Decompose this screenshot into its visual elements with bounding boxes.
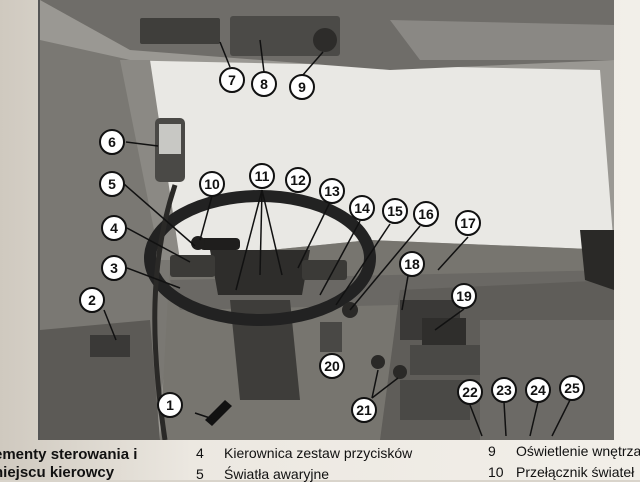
- leader-lines: [103, 39, 571, 437]
- pillar-trim: [120, 60, 180, 260]
- callout-10: 10: [199, 171, 225, 197]
- callout-21: 21: [351, 397, 377, 423]
- right-mirror: [580, 230, 614, 290]
- steering-buttons-left: [170, 255, 215, 277]
- callout-1: 1: [157, 392, 183, 418]
- section-title-line1: ementy sterowania i: [0, 446, 138, 463]
- caption-item-4-number: 4: [196, 445, 204, 461]
- overhead-panel-buttons: [140, 18, 220, 44]
- caption-item-4-text: Kierownica zestaw przycisków: [224, 445, 413, 461]
- callout-19: 19: [451, 283, 477, 309]
- windshield: [110, 60, 614, 260]
- pedal-switch: [320, 322, 342, 352]
- callout-7: 7: [219, 67, 245, 93]
- caption-item-10-number: 10: [488, 464, 504, 480]
- caption-item-4: 4 Kierownica zestaw przycisków: [196, 445, 412, 461]
- callout-5: 5: [99, 171, 125, 197]
- callout-25: 25: [559, 375, 585, 401]
- callout-18: 18: [399, 251, 425, 277]
- indicator-stalk: [200, 238, 240, 250]
- callout-16: 16: [413, 201, 439, 227]
- callout-17: 17: [455, 210, 481, 236]
- caption-item-5-number: 5: [196, 466, 204, 482]
- steering-buttons-right: [302, 260, 347, 280]
- parking-lever: [205, 400, 232, 426]
- door-handle: [90, 335, 130, 357]
- callout-3: 3: [101, 255, 127, 281]
- section-title-line2: niejscu kierowcy: [0, 464, 115, 481]
- callout-12: 12: [285, 167, 311, 193]
- caption-item-9-text: Oświetlenie wnętrza: [516, 443, 640, 459]
- knob-21b: [393, 365, 407, 379]
- caption-item-10-text: Przełącznik świateł: [516, 464, 635, 480]
- switch-panel-1: [410, 345, 480, 375]
- overhead-knob: [313, 28, 337, 52]
- caption-item-9: 9 Oświetlenie wnętrza: [488, 443, 640, 459]
- callout-14: 14: [349, 195, 375, 221]
- callout-8: 8: [251, 71, 277, 97]
- overhead-radio: [230, 16, 340, 56]
- callout-24: 24: [525, 377, 551, 403]
- callout-23: 23: [491, 377, 517, 403]
- caption-item-10: 10 Przełącznik świateł: [488, 464, 634, 480]
- knob-21a: [371, 355, 385, 369]
- caption-item-9-number: 9: [488, 443, 496, 459]
- callout-4: 4: [101, 215, 127, 241]
- caption-item-5: 5 Światła awaryjne: [196, 466, 329, 482]
- callout-20: 20: [319, 353, 345, 379]
- callout-6: 6: [99, 129, 125, 155]
- caption-item-5-text: Światła awaryjne: [224, 466, 330, 482]
- hazard-button: [191, 236, 205, 250]
- phone-screen: [159, 124, 181, 154]
- callout-15: 15: [382, 198, 408, 224]
- callout-13: 13: [319, 178, 345, 204]
- callout-22: 22: [457, 379, 483, 405]
- dashboard-figure: 1 2 3 4 5 6 7 8 9 10 11 12 13 14 15 16 1…: [38, 0, 614, 440]
- callout-11: 11: [249, 163, 275, 189]
- callout-9: 9: [289, 74, 315, 100]
- sun-visor: [390, 20, 614, 60]
- callout-2: 2: [79, 287, 105, 313]
